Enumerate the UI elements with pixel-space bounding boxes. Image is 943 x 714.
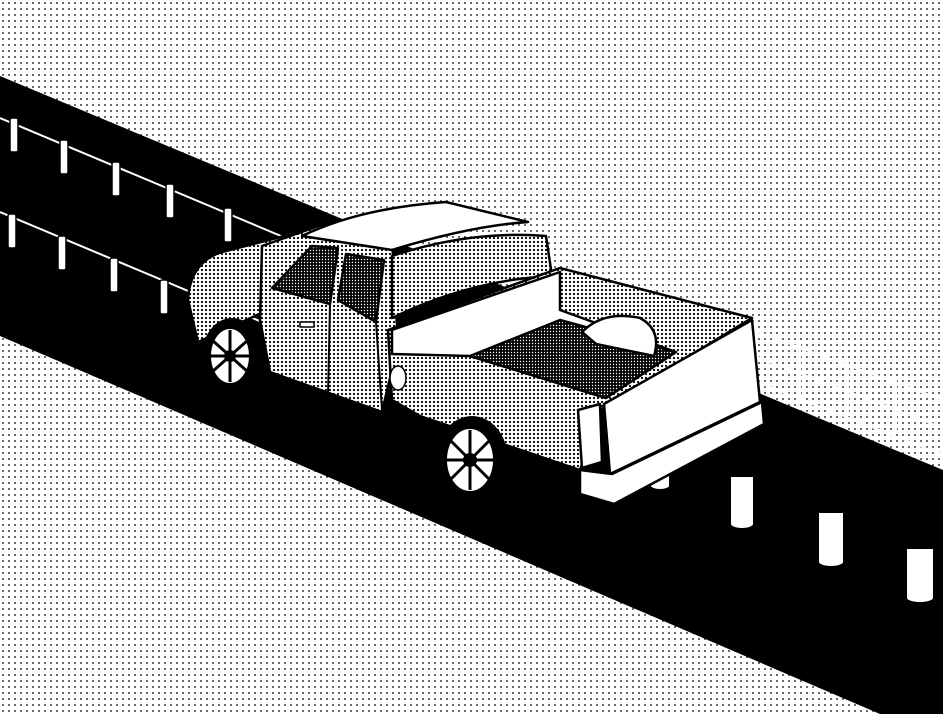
guard-posts-upper [9, 117, 233, 243]
truck-wheel-rear [436, 416, 508, 504]
truck-window-front [270, 244, 340, 306]
truck-taillight [576, 402, 604, 470]
truck-window-rear [336, 252, 386, 324]
truck-wheel-front [202, 318, 262, 394]
truck-roof [300, 200, 530, 252]
truck-wheel-hump [580, 314, 658, 358]
guard-posts-lower [7, 213, 169, 315]
guard-rail-right [751, 329, 943, 456]
truck-rear-bumper [578, 400, 766, 506]
